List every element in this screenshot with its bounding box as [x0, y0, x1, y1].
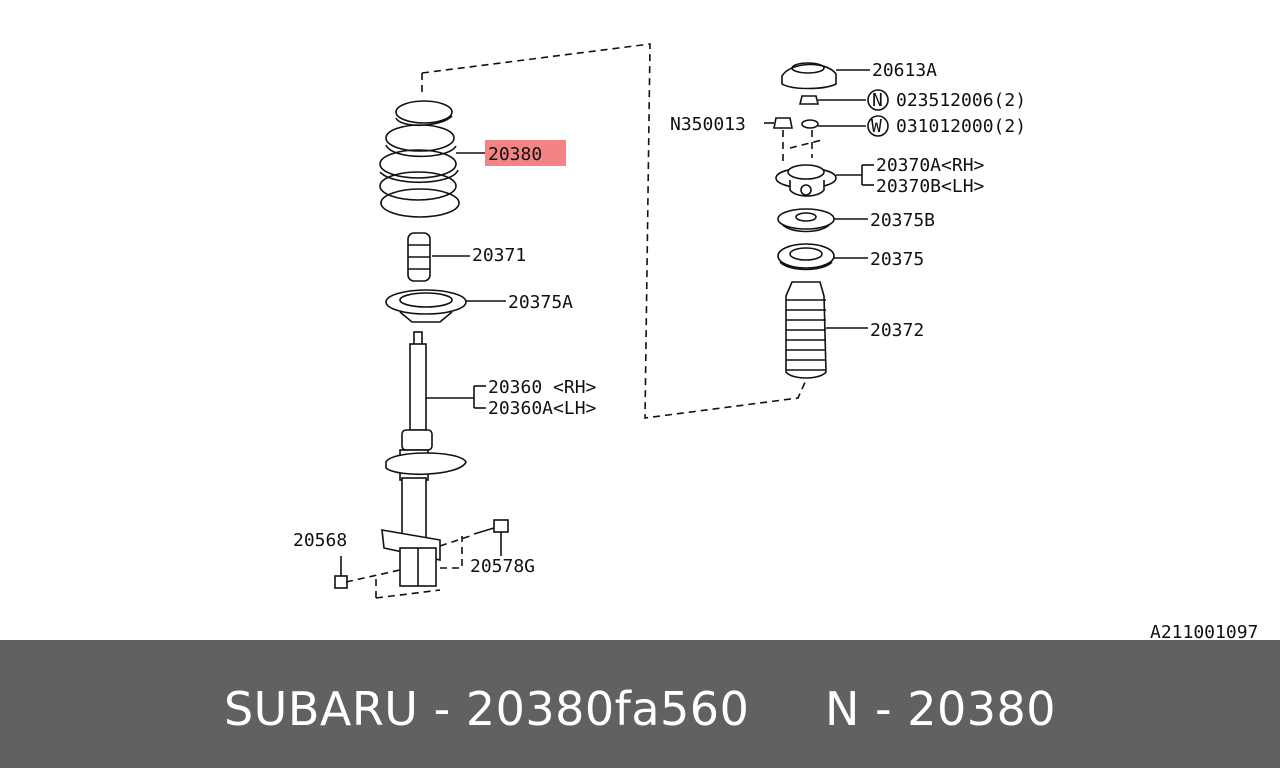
strut-assembly[interactable]	[381, 331, 467, 587]
label-boot[interactable]: 20372	[870, 320, 924, 341]
dust-boot[interactable]	[785, 281, 827, 379]
label-mount-rh[interactable]: 20370A<RH>	[876, 155, 985, 176]
label-washer-letter[interactable]: W	[871, 116, 882, 137]
label-mount-lh[interactable]: 20370B<LH>	[876, 176, 985, 197]
label-upper-seat[interactable]: 20375B	[870, 210, 935, 231]
bolt-20568[interactable]	[334, 556, 348, 589]
lower-spring-seat[interactable]	[385, 289, 467, 323]
coil-spring[interactable]	[379, 100, 460, 218]
label-spring[interactable]: 20380	[488, 144, 542, 165]
label-bearing[interactable]: 20375	[870, 249, 924, 270]
parts-diagram: 20380 20371 20375A	[293, 43, 1258, 640]
group-outline	[421, 43, 807, 419]
label-strut-rh[interactable]: 20360 <RH>	[488, 377, 597, 398]
label-side-nut[interactable]: N350013	[670, 114, 746, 135]
label-washer-code[interactable]: 031012000(2)	[896, 116, 1026, 137]
bolt-20578g[interactable]	[473, 519, 509, 556]
label-bolt-right[interactable]: 20578G	[470, 556, 535, 577]
bearing[interactable]	[777, 243, 835, 271]
footer-bar: SUBARU - 20380fa560 N - 20380	[0, 640, 1280, 768]
footer-part-number: SUBARU - 20380fa560 N - 20380	[223, 682, 1057, 736]
upper-spring-seat[interactable]	[777, 208, 835, 233]
washer[interactable]	[801, 119, 819, 129]
bump-stop[interactable]	[407, 232, 431, 282]
top-cap[interactable]	[781, 62, 837, 90]
label-nut-code[interactable]: 023512006(2)	[896, 90, 1026, 111]
label-cap[interactable]: 20613A	[872, 60, 937, 81]
label-bolt-left[interactable]: 20568	[293, 530, 347, 551]
nut[interactable]	[798, 95, 820, 105]
label-nut-letter[interactable]: N	[872, 90, 883, 111]
reference-code: A211001097	[1150, 622, 1258, 640]
side-nut[interactable]	[764, 117, 793, 129]
highlight-20380	[485, 140, 566, 166]
label-strut-lh[interactable]: 20360A<LH>	[488, 398, 597, 419]
label-bump-stop[interactable]: 20371	[472, 245, 526, 266]
label-lower-seat[interactable]: 20375A	[508, 292, 573, 313]
strut-mount[interactable]	[775, 164, 837, 197]
